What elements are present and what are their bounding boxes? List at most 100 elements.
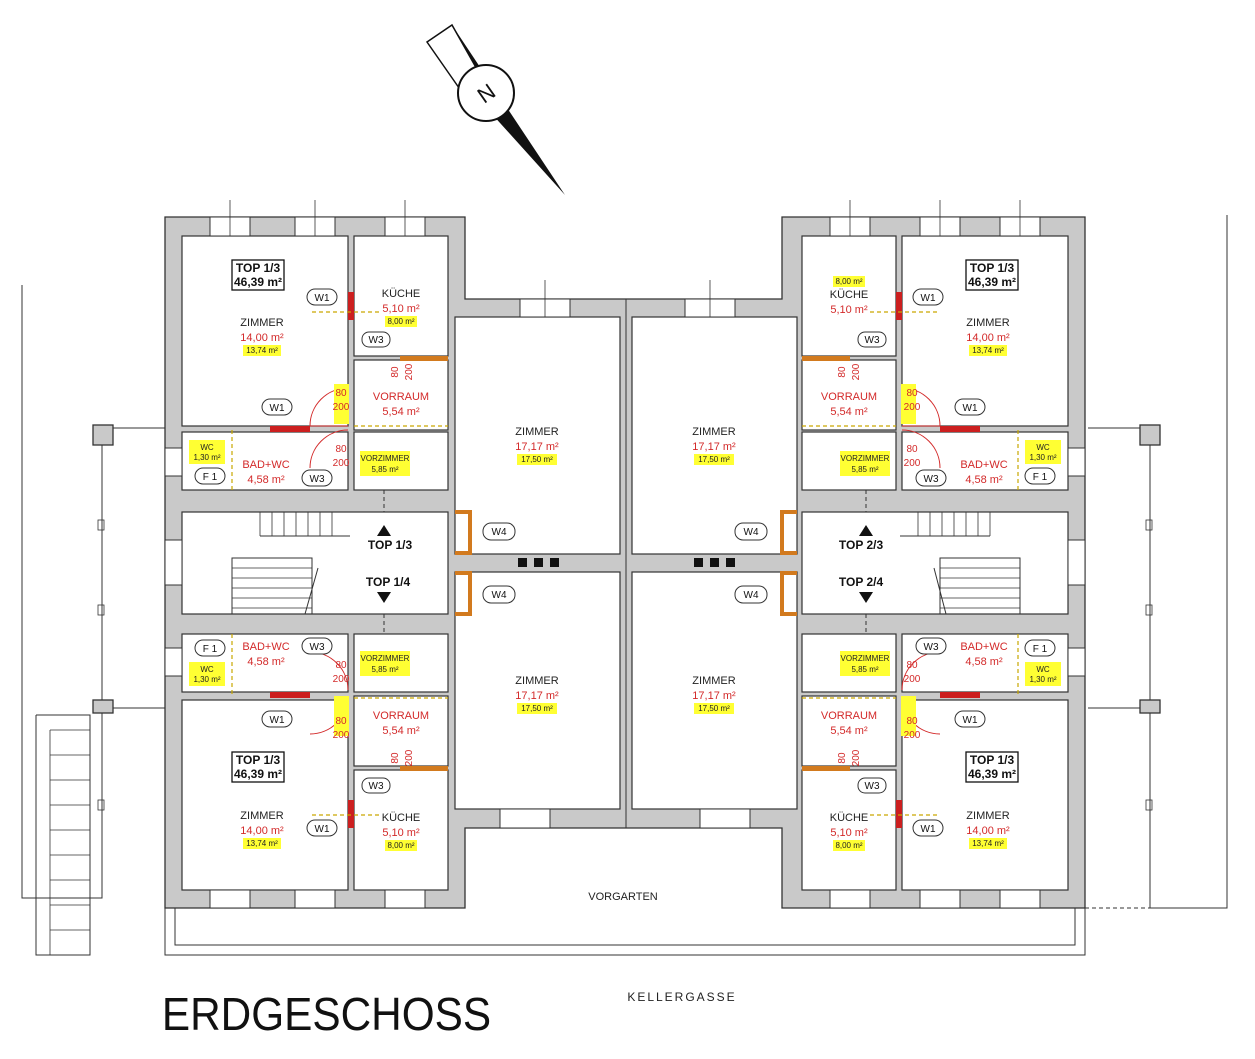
svg-text:VORZIMMER: VORZIMMER	[361, 454, 410, 463]
svg-text:4,58 m²: 4,58 m²	[965, 474, 1003, 486]
svg-text:80: 80	[906, 388, 918, 399]
left-wing	[181, 235, 449, 891]
svg-text:ZIMMER: ZIMMER	[240, 317, 283, 329]
svg-text:W3: W3	[369, 335, 384, 346]
svg-text:BAD+WC: BAD+WC	[242, 459, 289, 471]
svg-text:VORZIMMER: VORZIMMER	[841, 454, 890, 463]
svg-text:F 1: F 1	[203, 644, 218, 655]
svg-text:W3: W3	[924, 642, 939, 653]
svg-text:W4: W4	[744, 590, 759, 601]
svg-text:KÜCHE: KÜCHE	[830, 289, 869, 301]
svg-text:8,00 m²: 8,00 m²	[387, 317, 414, 326]
center-room-labels: ZIMMER 17,17 m² 17,50 m² ZIMMER 17,17 m²…	[515, 426, 736, 714]
svg-text:WC: WC	[200, 665, 214, 674]
svg-text:13,74 m²: 13,74 m²	[972, 346, 1004, 355]
svg-text:ZIMMER: ZIMMER	[966, 317, 1009, 329]
svg-text:ZIMMER: ZIMMER	[240, 810, 283, 822]
svg-text:W4: W4	[492, 527, 507, 538]
svg-text:4,58 m²: 4,58 m²	[247, 474, 285, 486]
svg-text:8,00 m²: 8,00 m²	[387, 841, 414, 850]
svg-text:17,50 m²: 17,50 m²	[698, 455, 730, 464]
windows	[164, 200, 1086, 909]
svg-text:ZIMMER: ZIMMER	[692, 675, 735, 687]
svg-text:W3: W3	[924, 474, 939, 485]
unit-total-area: 46,39 m²	[968, 275, 1016, 289]
svg-text:1,30 m²: 1,30 m²	[193, 675, 220, 684]
stairs	[231, 512, 1021, 615]
svg-text:F 1: F 1	[1033, 472, 1048, 483]
svg-text:W3: W3	[865, 335, 880, 346]
svg-text:200: 200	[851, 749, 862, 766]
exterior-stair	[49, 729, 90, 955]
svg-text:W3: W3	[369, 781, 384, 792]
unit-total-area: 46,39 m²	[968, 767, 1016, 781]
svg-text:200: 200	[851, 363, 862, 380]
stairwell-right	[801, 511, 1069, 615]
svg-text:200: 200	[333, 458, 350, 469]
svg-text:5,85 m²: 5,85 m²	[371, 665, 398, 674]
svg-text:200: 200	[404, 363, 415, 380]
unit-total-area: 46,39 m²	[234, 767, 282, 781]
room-vorraum-tl	[353, 359, 449, 431]
svg-text:VORZIMMER: VORZIMMER	[841, 654, 890, 663]
svg-text:VORRAUM: VORRAUM	[373, 710, 429, 722]
svg-text:TOP 2/4: TOP 2/4	[839, 575, 884, 589]
room-zimmer-center-tr	[631, 316, 798, 555]
right-wing	[801, 235, 1069, 891]
svg-text:W1: W1	[921, 824, 936, 835]
svg-text:14,00 m²: 14,00 m²	[240, 825, 284, 837]
svg-text:BAD+WC: BAD+WC	[960, 459, 1007, 471]
unit-bl-labels: TOP 1/3 46,39 m² ZIMMER 14,00 m² 13,74 m…	[189, 641, 429, 851]
svg-text:14,00 m²: 14,00 m²	[966, 332, 1010, 344]
svg-text:80: 80	[390, 366, 401, 378]
svg-text:5,10 m²: 5,10 m²	[830, 304, 868, 316]
unit-br-labels: TOP 1/3 46,39 m² ZIMMER 14,00 m² 13,74 m…	[821, 641, 1061, 851]
site-lines	[21, 215, 1228, 956]
svg-text:80: 80	[335, 716, 347, 727]
center-block	[454, 299, 798, 828]
svg-text:F 1: F 1	[1033, 644, 1048, 655]
svg-text:5,85 m²: 5,85 m²	[851, 465, 878, 474]
svg-text:5,54 m²: 5,54 m²	[382, 406, 420, 418]
unit-tr-labels: TOP 1/3 46,39 m² ZIMMER 14,00 m² 13,74 m…	[821, 259, 1061, 486]
room-vorraum-br	[801, 695, 897, 767]
svg-text:KÜCHE: KÜCHE	[382, 288, 421, 300]
svg-text:80: 80	[390, 752, 401, 764]
door-marks	[231, 292, 1019, 828]
svg-text:17,17 m²: 17,17 m²	[692, 441, 736, 453]
svg-text:W4: W4	[492, 590, 507, 601]
svg-text:80: 80	[906, 716, 918, 727]
svg-text:WC: WC	[1036, 665, 1050, 674]
svg-text:17,50 m²: 17,50 m²	[521, 455, 553, 464]
svg-text:W4: W4	[744, 527, 759, 538]
svg-text:TOP 2/3: TOP 2/3	[839, 538, 884, 552]
svg-text:80: 80	[335, 660, 347, 671]
svg-text:200: 200	[904, 674, 921, 685]
svg-text:W3: W3	[310, 474, 325, 485]
room-zimmer-br	[901, 699, 1069, 891]
svg-text:200: 200	[404, 749, 415, 766]
svg-text:5,10 m²: 5,10 m²	[382, 827, 420, 839]
svg-text:80: 80	[335, 444, 347, 455]
svg-text:KÜCHE: KÜCHE	[382, 812, 421, 824]
svg-text:4,58 m²: 4,58 m²	[247, 656, 285, 668]
unit-top-label: TOP 1/3	[236, 753, 281, 767]
street-label: KELLERGASSE	[627, 990, 736, 1004]
svg-text:ZIMMER: ZIMMER	[692, 426, 735, 438]
svg-text:200: 200	[333, 402, 350, 413]
room-zimmer-center-tl	[454, 316, 621, 555]
svg-text:5,10 m²: 5,10 m²	[830, 827, 868, 839]
room-zimmer-bl	[181, 699, 349, 891]
svg-text:ZIMMER: ZIMMER	[515, 426, 558, 438]
room-vorraum-bl	[353, 695, 449, 767]
svg-text:ZIMMER: ZIMMER	[966, 810, 1009, 822]
svg-text:5,85 m²: 5,85 m²	[371, 465, 398, 474]
svg-text:VORZIMMER: VORZIMMER	[361, 654, 410, 663]
svg-text:W1: W1	[963, 403, 978, 414]
svg-text:200: 200	[904, 402, 921, 413]
svg-text:13,74 m²: 13,74 m²	[246, 346, 278, 355]
svg-text:4,58 m²: 4,58 m²	[965, 656, 1003, 668]
svg-text:5,10 m²: 5,10 m²	[382, 303, 420, 315]
svg-text:WC: WC	[1036, 443, 1050, 452]
